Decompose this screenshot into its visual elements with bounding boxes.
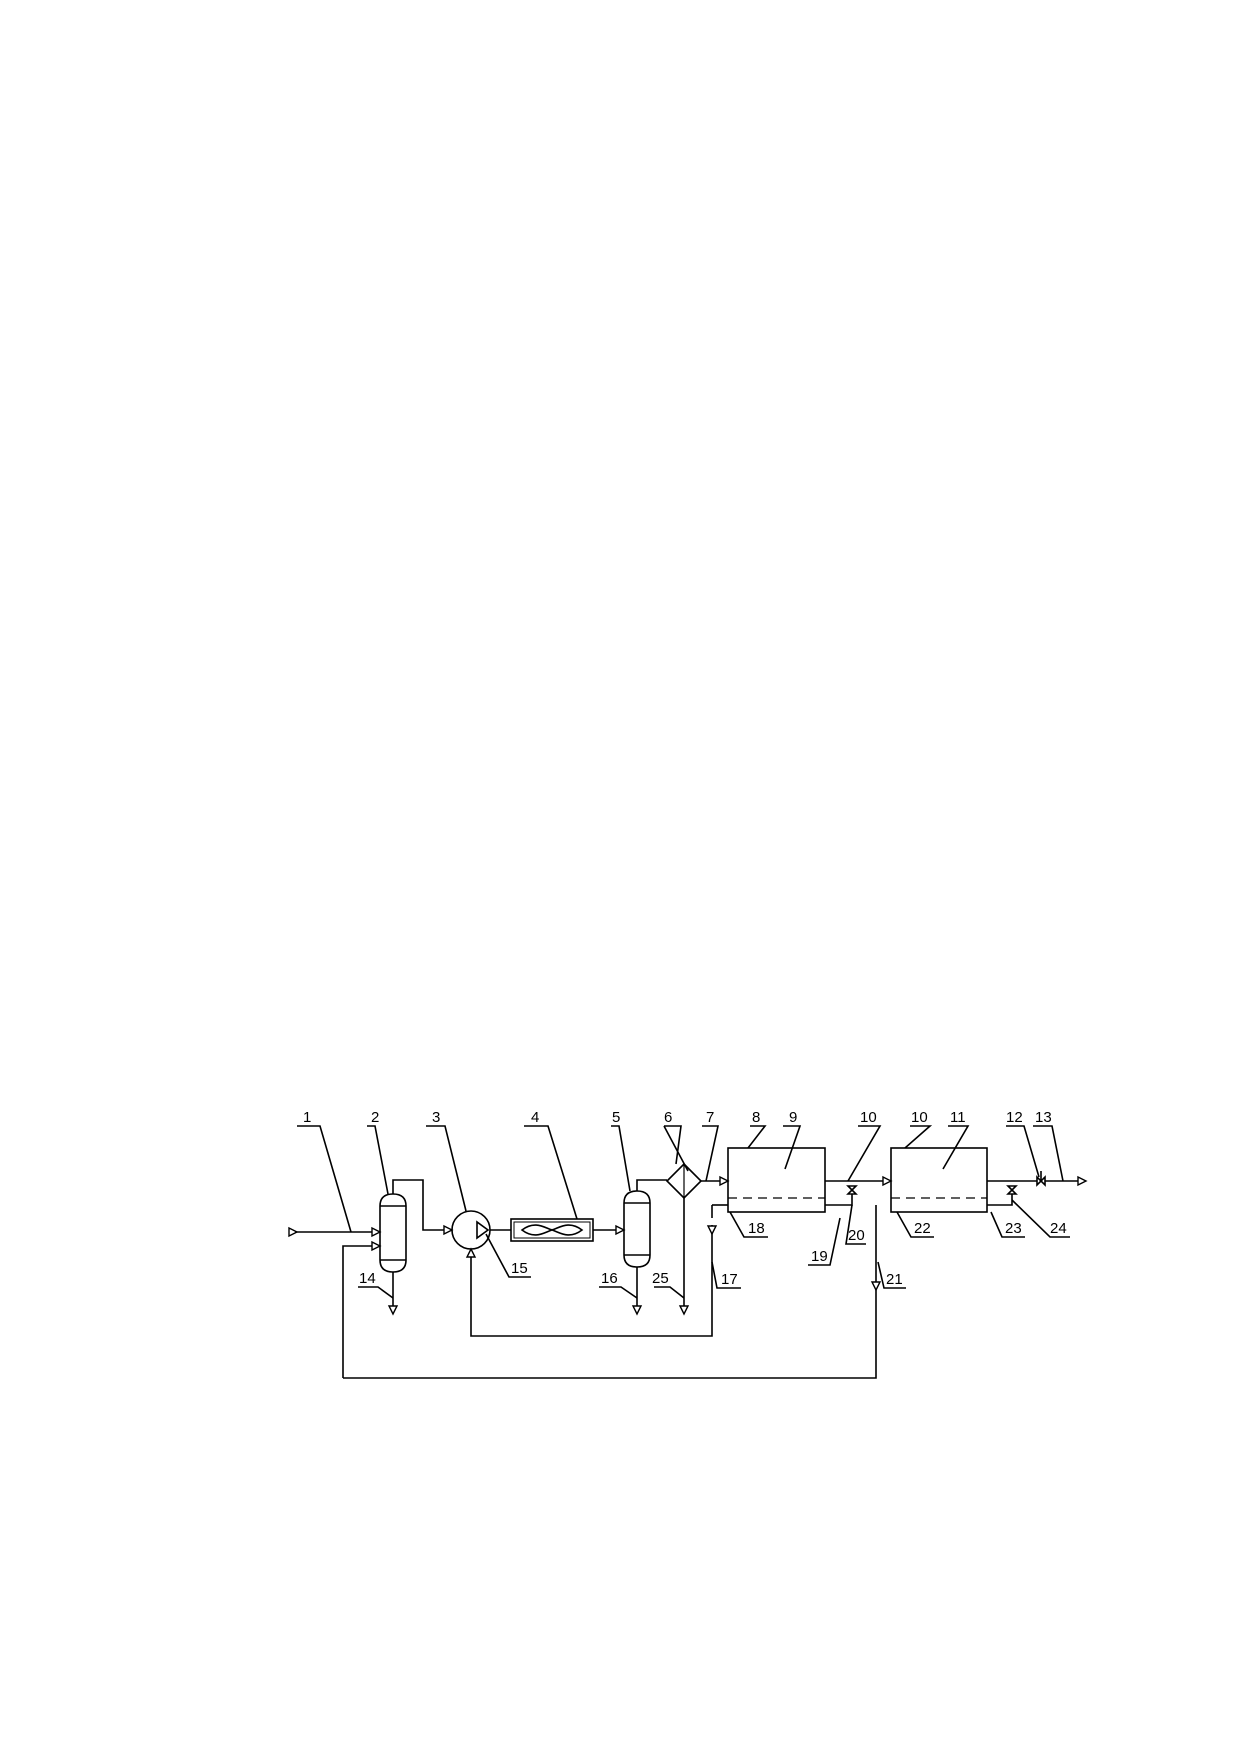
- leader-15: [485, 1233, 531, 1278]
- label-20: 20: [848, 1227, 865, 1244]
- label-11: 11: [950, 1109, 966, 1126]
- leader-18: [729, 1211, 768, 1238]
- leader-9: [783, 1125, 802, 1170]
- leader-22: [896, 1211, 934, 1238]
- label-13: 13: [1035, 1109, 1052, 1126]
- leader-21: [877, 1261, 906, 1289]
- leader-5: [611, 1125, 631, 1192]
- fan-icon: [520, 1224, 584, 1236]
- label-14: 14: [359, 1270, 376, 1287]
- drain-16-arrow: [631, 1305, 643, 1316]
- leader-13: [1033, 1125, 1064, 1182]
- leader-2: [367, 1125, 389, 1195]
- label-8: 8: [752, 1109, 760, 1126]
- leader-6b: [663, 1125, 689, 1172]
- compressor-3-symbol: [476, 1220, 490, 1240]
- label-24: 24: [1050, 1220, 1067, 1237]
- membrane-unit-1: [727, 1147, 826, 1213]
- leader-16: [599, 1286, 638, 1299]
- valve-19: [846, 1185, 858, 1195]
- feed-inlet-arrow: [288, 1226, 299, 1238]
- recycle-17-line: [470, 1225, 713, 1337]
- separator-2-overhead-line: [392, 1179, 444, 1231]
- label-23: 23: [1005, 1220, 1022, 1237]
- label-6: 6: [664, 1109, 672, 1126]
- label-7: 7: [706, 1109, 714, 1126]
- label-12: 12: [1006, 1109, 1023, 1126]
- leader-17: [711, 1261, 741, 1289]
- leader-25: [654, 1286, 685, 1299]
- leader-1: [297, 1125, 352, 1233]
- leader-23: [990, 1211, 1025, 1238]
- product-outlet-arrow: [1077, 1175, 1088, 1187]
- label-10a: 10: [860, 1109, 877, 1126]
- recycle-21-line: [343, 1205, 877, 1379]
- separator-5-overhead-line: [636, 1179, 667, 1191]
- label-19: 19: [811, 1248, 828, 1265]
- label-22: 22: [914, 1220, 931, 1237]
- leader-14: [358, 1286, 394, 1299]
- membrane-2-permeate-line: [987, 1194, 1013, 1206]
- label-4: 4: [531, 1109, 539, 1126]
- label-16: 16: [601, 1270, 618, 1287]
- leader-7: [702, 1125, 719, 1182]
- label-17: 17: [721, 1271, 738, 1288]
- leader-19: [808, 1217, 841, 1266]
- leader-20: [845, 1204, 866, 1245]
- separator-5-inlet-arrow: [615, 1224, 626, 1236]
- label-18: 18: [748, 1220, 765, 1237]
- separator-2-inlet-arrow: [371, 1226, 382, 1238]
- compressor-inlet-arrow: [443, 1224, 454, 1236]
- label-9: 9: [789, 1109, 797, 1126]
- label-21: 21: [886, 1271, 903, 1288]
- label-25: 25: [652, 1270, 669, 1287]
- label-15: 15: [511, 1260, 528, 1277]
- label-3: 3: [432, 1109, 440, 1126]
- membrane-unit-2: [890, 1147, 988, 1213]
- leader-11: [942, 1125, 970, 1170]
- recycle-inlet-arrow: [371, 1240, 382, 1252]
- recycle-21-arrow: [870, 1281, 882, 1292]
- leader-10b: [904, 1125, 933, 1149]
- label-10b: 10: [911, 1109, 928, 1126]
- leader-8: [747, 1125, 767, 1149]
- drain-14-arrow: [387, 1305, 399, 1316]
- valve-24: [1006, 1185, 1018, 1195]
- label-1: 1: [303, 1109, 311, 1126]
- air-cooler-4-inner: [513, 1221, 591, 1239]
- membrane-1-permeate-line: [825, 1194, 853, 1206]
- drain-25-arrow: [678, 1305, 690, 1316]
- recycle-return-line: [342, 1245, 372, 1378]
- leader-4: [524, 1125, 578, 1220]
- label-2: 2: [371, 1109, 379, 1126]
- membrane-11-inlet-arrow: [882, 1175, 893, 1187]
- leader-3: [426, 1125, 467, 1212]
- recycle-17-arrow: [706, 1225, 718, 1236]
- leader-12: [1006, 1125, 1040, 1178]
- leader-10a: [847, 1125, 882, 1182]
- leader-24: [1011, 1199, 1070, 1238]
- membrane-8-inlet-arrow: [719, 1175, 730, 1187]
- label-5: 5: [612, 1109, 620, 1126]
- compressor-recycle-inlet-arrow: [465, 1247, 477, 1258]
